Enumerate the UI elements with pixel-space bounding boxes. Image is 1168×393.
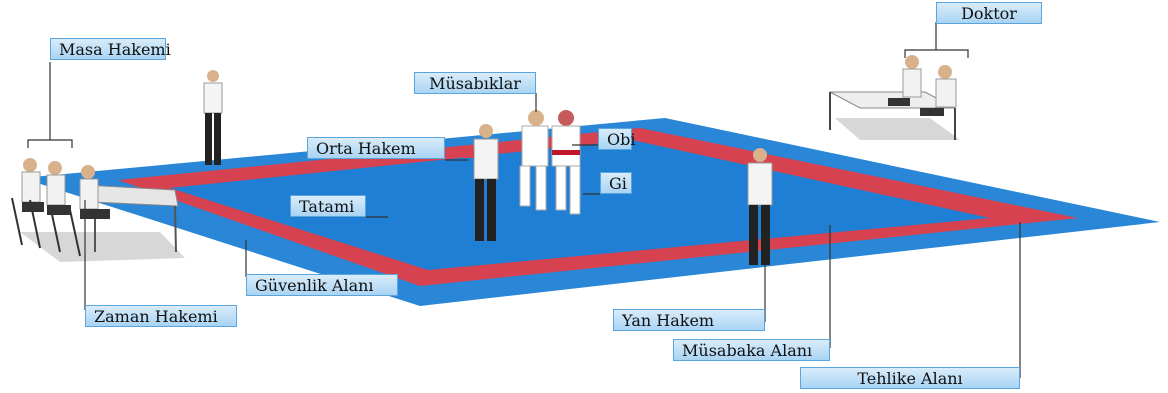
label-gi: Gi: [600, 172, 632, 194]
label-obi: Obi: [598, 128, 635, 150]
label-tatami: Tatami: [290, 195, 366, 217]
label-zaman-hakemi: Zaman Hakemi: [85, 305, 237, 327]
label-tehlike-alani: Tehlike Alanı: [800, 367, 1020, 389]
label-orta-hakem: Orta Hakem: [307, 137, 445, 159]
center-referee-figure: [464, 124, 499, 241]
doktor-leader: [904, 22, 969, 58]
side-referee-figure: [747, 148, 773, 265]
label-musabaka-alani: Müsabaka Alanı: [673, 339, 830, 361]
table-referee-figure: [203, 70, 223, 165]
doctor-table: [829, 55, 957, 140]
label-musabiklar: Müsabıklar: [414, 72, 536, 94]
label-guvenlik-alani: Güvenlik Alanı: [246, 274, 398, 296]
judges-table: [84, 184, 179, 253]
masa-hakemi-leader: [27, 62, 73, 148]
label-masa-hakemi: Masa Hakemi: [50, 38, 171, 60]
label-yan-hakem: Yan Hakem: [613, 309, 765, 331]
competitors-figure: [519, 110, 581, 215]
label-doktor: Doktor: [936, 2, 1042, 24]
